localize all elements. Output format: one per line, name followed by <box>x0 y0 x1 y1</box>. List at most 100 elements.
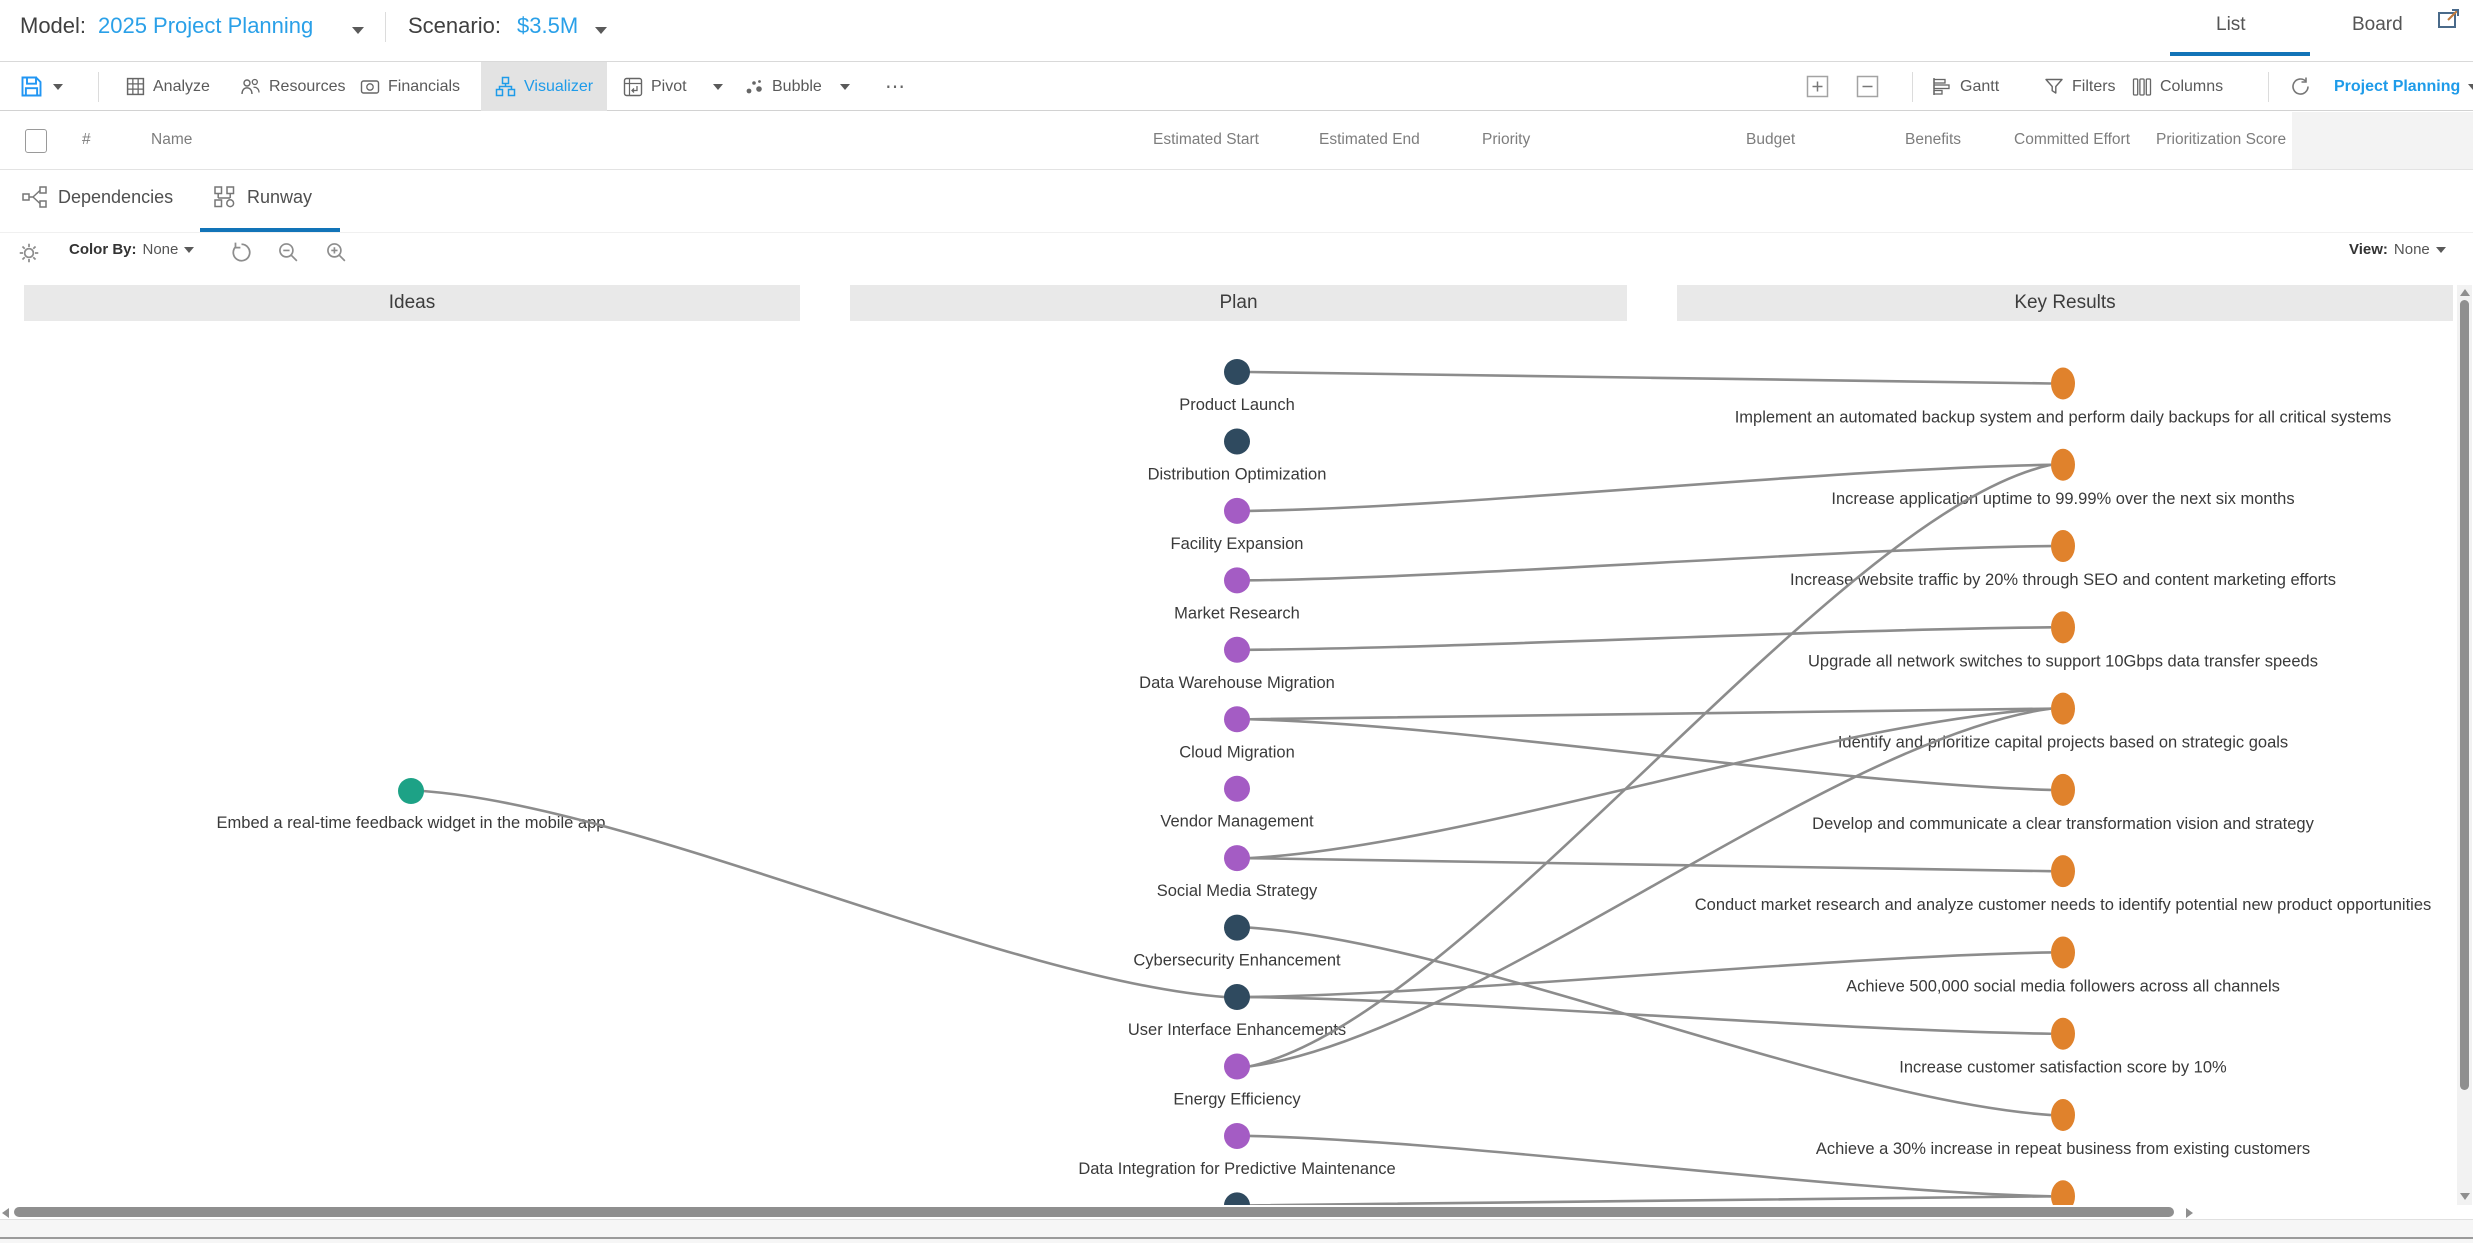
plan-node[interactable] <box>1224 1053 1250 1080</box>
resources-button[interactable]: Resources <box>240 62 345 111</box>
scroll-right-icon[interactable] <box>2186 1208 2193 1218</box>
horizontal-scrollbar[interactable] <box>0 1205 2473 1219</box>
gantt-button[interactable]: Gantt <box>1932 62 1999 111</box>
plan-node[interactable] <box>1224 359 1250 385</box>
bubble-caret-icon[interactable] <box>839 83 850 90</box>
kr-node[interactable] <box>2051 936 2075 969</box>
reset-view-button[interactable] <box>230 241 253 264</box>
zoom-in-button[interactable] <box>325 241 348 264</box>
plan-label: Social Media Strategy <box>1157 882 1318 900</box>
plan-node[interactable] <box>1224 845 1250 872</box>
view-caret-icon[interactable] <box>2435 246 2446 253</box>
save-caret-icon[interactable] <box>53 83 63 90</box>
visualizer-button[interactable]: Visualizer <box>481 62 608 111</box>
col-benefits[interactable]: Benefits <box>1905 131 1962 148</box>
pivot-caret-icon[interactable] <box>712 83 723 90</box>
settings-button[interactable] <box>17 241 41 265</box>
scope-selector[interactable]: Project Planning <box>2334 62 2473 111</box>
col-number[interactable]: # <box>82 131 91 148</box>
plan-node[interactable] <box>1224 428 1250 455</box>
plan-node[interactable] <box>1224 984 1250 1011</box>
filters-label: Filters <box>2072 77 2116 95</box>
plan-node[interactable] <box>1224 775 1250 802</box>
tab-dependencies[interactable]: Dependencies <box>22 186 173 208</box>
kr-node[interactable] <box>2051 367 2075 400</box>
scroll-down-icon[interactable] <box>2460 1193 2470 1200</box>
connection-line <box>1248 544 2052 582</box>
tab-list[interactable]: List <box>2216 14 2246 35</box>
kr-node[interactable] <box>2051 1099 2075 1132</box>
kr-node[interactable] <box>2051 855 2075 888</box>
kr-node[interactable] <box>2051 448 2075 481</box>
connection-line <box>1248 717 2052 792</box>
kr-node[interactable] <box>2051 1017 2075 1050</box>
plan-node[interactable] <box>1224 914 1250 941</box>
view-dropdown[interactable]: View: None <box>2349 241 2446 258</box>
refresh-button[interactable] <box>2290 62 2311 111</box>
popout-icon[interactable] <box>2437 7 2461 31</box>
plan-label: Product Launch <box>1179 396 1295 414</box>
connection-line <box>1248 1134 2052 1198</box>
topbar-divider <box>385 12 386 42</box>
connection-line <box>1248 370 2052 385</box>
save-button[interactable] <box>18 62 63 111</box>
col-committed-effort[interactable]: Committed Effort <box>2014 131 2131 148</box>
collapse-all-button[interactable] <box>1856 62 1879 111</box>
kr-node[interactable] <box>2051 692 2075 725</box>
tab-runway[interactable]: Runway <box>213 186 312 209</box>
bubble-button[interactable]: Bubble <box>744 62 850 111</box>
pivot-button[interactable]: Pivot <box>623 62 723 111</box>
toolbar-overflow-button[interactable]: ⋯ <box>885 62 907 111</box>
filters-button[interactable]: Filters <box>2044 62 2116 111</box>
col-budget[interactable]: Budget <box>1746 131 1796 148</box>
idea-node[interactable] <box>398 778 424 804</box>
color-by-caret-icon[interactable] <box>184 246 195 253</box>
plan-node[interactable] <box>1224 706 1250 733</box>
plan-node[interactable] <box>1224 567 1250 594</box>
plan-node[interactable] <box>1224 1122 1250 1149</box>
analyze-label: Analyze <box>153 77 210 95</box>
toolbar-divider <box>1912 72 1913 102</box>
key-result-label: Identify and prioritize capital projects… <box>1838 734 2288 752</box>
key-result-label: Increase website traffic by 20% through … <box>1790 571 2336 589</box>
vertical-scrollbar-thumb[interactable] <box>2460 300 2469 1090</box>
tab-board[interactable]: Board <box>2352 14 2403 35</box>
kr-node[interactable] <box>2051 773 2075 806</box>
col-priority[interactable]: Priority <box>1482 131 1531 148</box>
select-all-checkbox[interactable] <box>25 129 47 153</box>
kr-node[interactable] <box>2051 530 2075 563</box>
scroll-left-icon[interactable] <box>2 1208 9 1218</box>
col-name[interactable]: Name <box>151 131 193 148</box>
horizontal-scrollbar-thumb[interactable] <box>14 1207 2174 1217</box>
bubble-label: Bubble <box>772 77 822 95</box>
active-tab-underline <box>2170 52 2310 56</box>
key-result-label: Achieve a 30% increase in repeat busines… <box>1816 1140 2310 1158</box>
vertical-scrollbar[interactable] <box>2457 285 2472 1205</box>
col-estimated-start[interactable]: Estimated Start <box>1153 131 1259 148</box>
color-by-dropdown[interactable]: Color By: None <box>69 241 195 258</box>
col-estimated-end[interactable]: Estimated End <box>1319 131 1420 148</box>
chart-controls: Color By: None View: None <box>0 233 2473 278</box>
analyze-button[interactable]: Analyze <box>126 62 210 111</box>
model-selector[interactable]: 2025 Project Planning <box>98 13 314 38</box>
toolbar-divider <box>98 72 99 102</box>
financials-button[interactable]: Financials <box>360 62 460 111</box>
resources-label: Resources <box>269 77 346 95</box>
col-prioritization-score[interactable]: Prioritization Score <box>2156 131 2287 148</box>
plan-node[interactable] <box>1224 636 1250 663</box>
plan-node[interactable] <box>1224 497 1250 524</box>
scroll-up-icon[interactable] <box>2460 289 2470 296</box>
scenario-selector[interactable]: $3.5M <box>517 13 579 38</box>
expand-all-button[interactable] <box>1806 62 1829 111</box>
key-result-label: Upgrade all network switches to support … <box>1808 652 2318 670</box>
scope-caret-icon[interactable] <box>2468 83 2473 90</box>
model-caret-icon[interactable] <box>352 27 364 34</box>
columns-button[interactable]: Columns <box>2132 62 2223 111</box>
idea-label: Embed a real-time feedback widget in the… <box>217 814 606 832</box>
scenario-caret-icon[interactable] <box>595 27 607 34</box>
zoom-out-button[interactable] <box>277 241 300 264</box>
kr-node[interactable] <box>2051 611 2075 644</box>
header-filler <box>2292 112 2473 169</box>
plan-label: Facility Expansion <box>1171 535 1304 553</box>
